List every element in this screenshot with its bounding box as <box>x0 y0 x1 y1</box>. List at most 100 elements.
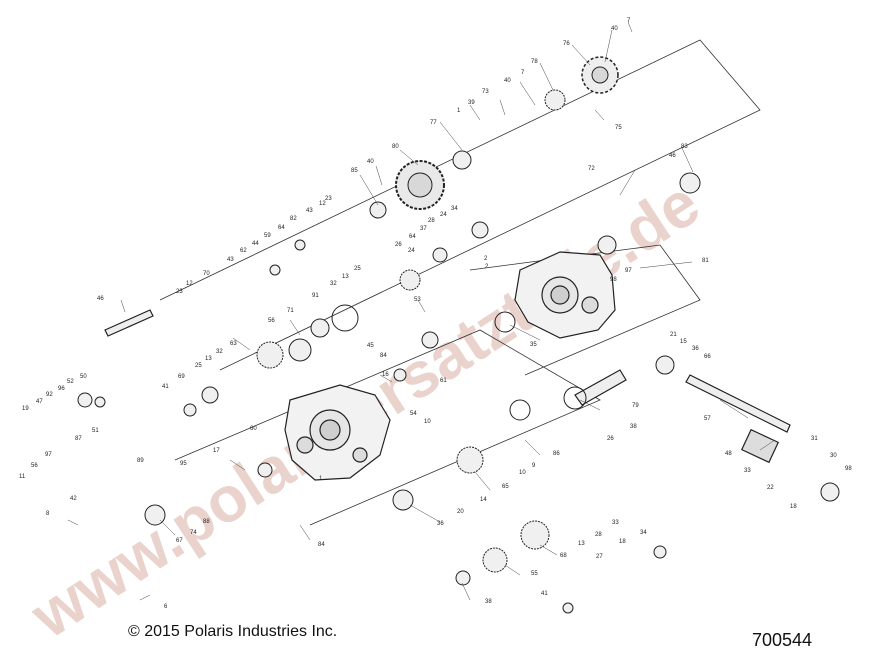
callout-label: 47 <box>36 399 43 405</box>
callout-label: 54 <box>410 411 417 417</box>
callout-label: 98 <box>610 277 617 283</box>
callout-label: 84 <box>380 353 387 359</box>
callout-label: 40 <box>504 78 511 84</box>
callout-label: 23 <box>176 289 183 295</box>
callout-label: 23 <box>325 196 332 202</box>
callout-label: 88 <box>203 519 210 525</box>
callout-label: 62 <box>240 248 247 254</box>
callout-label: 67 <box>176 538 183 544</box>
callout-label: 24 <box>408 248 415 254</box>
callout-label: 83 <box>681 144 688 150</box>
callout-label: 6 <box>164 604 168 610</box>
callout-label: 69 <box>178 374 185 380</box>
callout-label: 15 <box>680 339 687 345</box>
callout-label: 7 <box>627 18 631 24</box>
callout-label: 11 <box>19 474 26 480</box>
callout-label: 34 <box>640 530 647 536</box>
callout-label: 18 <box>790 504 797 510</box>
gear-small-parts <box>77 89 840 614</box>
callout-label: 65 <box>502 484 509 490</box>
callout-label: 92 <box>46 392 53 398</box>
callout-label: 20 <box>457 509 464 515</box>
callout-label: 74 <box>190 530 197 536</box>
callout-label: 95 <box>180 461 187 467</box>
callout-label: 46 <box>97 296 104 302</box>
callout-label: 16 <box>382 372 389 378</box>
callout-label: 43 <box>306 208 313 214</box>
callout-label: 10 <box>519 470 526 476</box>
callout-label: 25 <box>195 363 202 369</box>
gearbox-housing-right <box>514 251 616 339</box>
callout-label: 43 <box>227 257 234 263</box>
callout-label: 36 <box>437 521 444 527</box>
callout-label: 19 <box>22 406 29 412</box>
callout-label: 77 <box>430 120 437 126</box>
callout-label: 56 <box>268 318 275 324</box>
pinion-shaft <box>574 369 627 406</box>
callout-label: 51 <box>92 428 99 434</box>
callout-label: 44 <box>252 241 259 247</box>
callout-label: 61 <box>440 378 447 384</box>
callout-label: 97 <box>45 452 52 458</box>
output-shaft <box>685 374 791 464</box>
callout-label: 80 <box>392 144 399 150</box>
callout-label: 66 <box>704 354 711 360</box>
callout-label: 64 <box>409 234 416 240</box>
callout-label: 52 <box>67 379 74 385</box>
callout-label: 12 <box>319 201 326 207</box>
callout-label: 32 <box>330 281 337 287</box>
callout-label: 70 <box>203 271 210 277</box>
callout-label: 87 <box>75 436 82 442</box>
callout-label: 76 <box>563 41 570 47</box>
callout-label: 82 <box>290 216 297 222</box>
callout-label: 59 <box>264 233 271 239</box>
callout-label: 2 <box>484 256 488 262</box>
copyright-notice: © 2015 Polaris Industries Inc. <box>128 623 338 640</box>
callout-label: 30 <box>830 453 837 459</box>
callout-label: 40 <box>367 159 374 165</box>
callout-label: 33 <box>612 520 619 526</box>
callout-label: 13 <box>578 541 585 547</box>
callout-label: 96 <box>58 386 65 392</box>
callout-label: 86 <box>553 451 560 457</box>
callout-label: 37 <box>420 226 427 232</box>
callout-label: 91 <box>312 293 319 299</box>
callout-label: 63 <box>230 341 237 347</box>
ring-gear-top <box>581 56 619 94</box>
callout-label: 24 <box>440 212 447 218</box>
callout-label: 32 <box>216 349 223 355</box>
callout-label: 40 <box>611 26 618 32</box>
callout-label: 71 <box>287 308 294 314</box>
callout-label: 12 <box>186 281 193 287</box>
callout-label: 13 <box>205 356 212 362</box>
callout-label: 28 <box>595 532 602 538</box>
callout-label: 22 <box>767 485 774 491</box>
callout-label: 7 <box>521 70 525 76</box>
callout-label: 13 <box>342 274 349 280</box>
callout-label: 25 <box>354 266 361 272</box>
callout-label: 68 <box>560 553 567 559</box>
callout-label: 50 <box>80 374 87 380</box>
callout-label: 85 <box>351 168 358 174</box>
callout-label: 36 <box>692 346 699 352</box>
callout-label: 38 <box>630 424 637 430</box>
callout-label: 21 <box>670 332 677 338</box>
callout-label: 17 <box>213 448 220 454</box>
callout-labels: 7 40 76 78 40 7 73 39 77 1 75 80 40 85 2… <box>19 18 852 610</box>
callout-label: 41 <box>541 591 548 597</box>
callout-label: 60 <box>250 426 257 432</box>
callout-label: 39 <box>468 100 475 106</box>
callout-label: 26 <box>607 436 614 442</box>
callout-label: 55 <box>531 571 538 577</box>
callout-label: 53 <box>414 297 421 303</box>
callout-label: 28 <box>428 218 435 224</box>
callout-label: 73 <box>482 89 489 95</box>
callout-label: 33 <box>744 468 751 474</box>
callout-label: 31 <box>811 436 818 442</box>
callout-label: 26 <box>395 242 402 248</box>
callout-label: 81 <box>702 258 709 264</box>
gearbox-housing-main <box>284 384 391 481</box>
callout-label: 35 <box>530 342 537 348</box>
callout-label: 56 <box>31 463 38 469</box>
